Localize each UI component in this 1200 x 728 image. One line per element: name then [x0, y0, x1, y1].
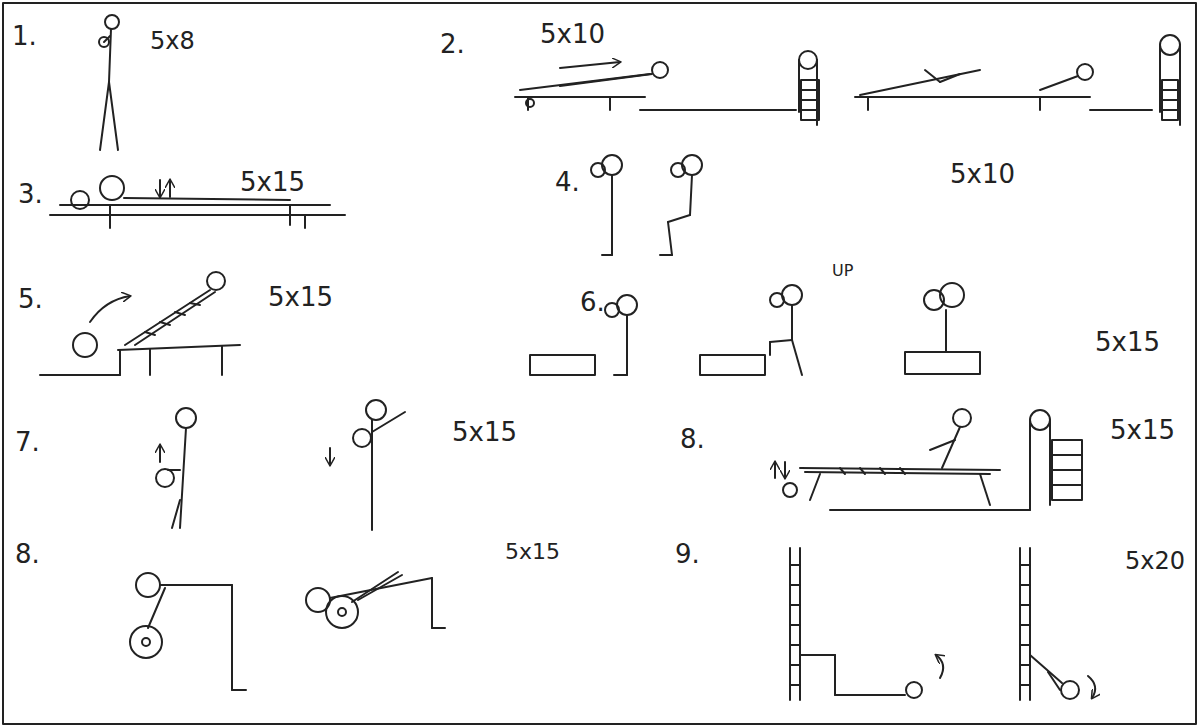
exercise-5 — [40, 272, 240, 375]
exercise-8b — [130, 572, 445, 690]
exercise-2 — [515, 35, 1180, 125]
set-label: 5x15 — [1110, 416, 1175, 445]
set-label: 5x8 — [150, 28, 195, 54]
set-label: 5x15 — [452, 418, 517, 447]
exercise-8a — [775, 409, 1082, 510]
callout-number: 5. — [18, 285, 43, 314]
exercise-4 — [591, 155, 702, 255]
set-label: 5x15 — [268, 283, 333, 312]
exercise-9 — [790, 548, 1095, 700]
set-label: 5x15 — [505, 540, 560, 564]
callout-number: 7. — [15, 428, 40, 457]
callout-number: 9. — [675, 540, 700, 569]
set-label: 5x15 — [240, 168, 305, 197]
callout-number: 6. — [580, 288, 605, 317]
callout-number: 1. — [12, 22, 37, 51]
frame — [3, 3, 1196, 724]
set-label: 5x10 — [950, 160, 1015, 189]
set-label: 5x10 — [540, 20, 605, 49]
callout-number: 3. — [18, 180, 43, 209]
set-label: 5x20 — [1125, 548, 1185, 574]
callout-number: 8. — [680, 425, 705, 454]
exercise-1 — [99, 15, 119, 150]
callout-number: 2. — [440, 30, 465, 59]
set-label: 5x15 — [1095, 328, 1160, 357]
exercise-6 — [530, 283, 980, 375]
set-label: UP — [832, 262, 853, 280]
callout-number: 4. — [555, 168, 580, 197]
exercise-7 — [156, 400, 405, 530]
callout-number: 8. — [15, 540, 40, 569]
